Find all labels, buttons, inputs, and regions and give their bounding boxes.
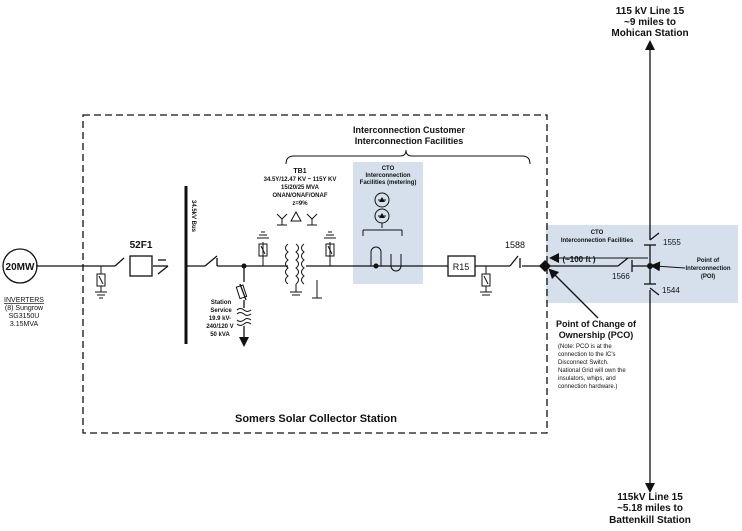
switch-1555-blade	[649, 232, 660, 241]
transformer-label-5: z=9%	[292, 201, 308, 207]
station-service-2: Service	[210, 308, 232, 314]
pco-note-1: (Note: PCO is at the	[558, 344, 612, 350]
breaker-52f1	[114, 255, 169, 277]
fuse-station-service	[235, 283, 248, 301]
distance-label: (~100 ft )	[562, 255, 595, 264]
cto-facilities-label-1: CTO	[591, 230, 604, 236]
line15-south-label-2: ~5.18 miles to	[617, 503, 683, 514]
pco-marker	[539, 260, 551, 272]
cto-metering-label-1: CTO	[382, 166, 395, 172]
cto-metering-label-2: Interconnection	[365, 173, 410, 179]
recloser-r15	[447, 255, 476, 277]
generator-label: 20MW	[6, 262, 35, 273]
line15-north-label-2: ~9 miles to	[624, 17, 676, 28]
transformer-tb1	[276, 210, 322, 299]
pco-note-3: Disconnect Switch.	[558, 360, 609, 366]
cto-metering-area	[353, 162, 423, 284]
station-service-1: Station	[211, 300, 232, 306]
line15-south-label-1: 115kV Line 15	[617, 492, 683, 503]
switch-1544-blade	[649, 287, 660, 296]
station-service-3: 19.9 kV-	[209, 316, 231, 322]
line15-south-label-3: Battenkill Station	[609, 515, 691, 526]
metering-devices	[362, 192, 403, 272]
line15-north-label-1: 115 kV Line 15	[616, 6, 685, 17]
surge-arrester-hv2	[324, 231, 336, 266]
poi-marker	[647, 263, 653, 269]
switch-1544-label: 1544	[662, 286, 680, 295]
station-service-4: 240/120 V	[206, 324, 233, 330]
transformer-label-4: ONAN/ONAF/ONAF	[273, 193, 328, 199]
station-service-transformer	[236, 308, 252, 326]
pco-title-2: Ownership (PCO)	[559, 330, 634, 340]
inverters-line3: SG3150U	[9, 313, 40, 320]
switch-1588-label: 1588	[505, 240, 525, 250]
cto-facilities-area	[546, 225, 738, 303]
ic-facilities-bracket	[285, 149, 531, 165]
surge-arrester-hv1	[257, 231, 269, 266]
pco-note-6: connection hardware.)	[558, 384, 617, 390]
pco-note-4: National Grid will own the	[558, 368, 626, 374]
station-name: Somers Solar Collector Station	[235, 413, 397, 425]
line15-north-label-3: Mohican Station	[611, 28, 688, 39]
switch-1588-blade	[509, 255, 519, 267]
surge-arrester-gen	[95, 266, 107, 299]
inverters-line4: 3.15MVA	[10, 321, 39, 328]
breaker-52f1-label: 52F1	[130, 240, 153, 251]
switch-1566-blade	[617, 257, 629, 267]
inverters-title: INVERTERS	[4, 297, 44, 304]
pco-note-5: insulators, whips, and	[558, 376, 616, 382]
poi-label-3: (POI)	[701, 274, 715, 280]
station-service-5: 50 kVA	[210, 332, 230, 338]
station-boundary	[82, 114, 548, 434]
ic-facilities-label-1: Interconnection Customer	[353, 125, 466, 135]
switch-1555-label: 1555	[663, 238, 681, 247]
pco-leader	[548, 268, 599, 319]
surge-arrester-r15	[480, 266, 492, 296]
cto-facilities-label-2: Interconnection Facilities	[561, 238, 634, 244]
recloser-label: R15	[453, 262, 470, 272]
bus-label: 34.5kV Bus	[190, 200, 196, 233]
disconnect-switch	[204, 255, 218, 267]
inverters-line2: (8) Sungrow	[5, 305, 44, 312]
transformer-label-1: TB1	[293, 168, 306, 175]
transformer-label-2: 34.5Y/12.47 KV ~ 115Y KV	[264, 177, 337, 183]
pco-note-2: connection to the IC's	[558, 352, 616, 358]
poi-label-1: Point of	[697, 258, 720, 264]
cto-metering-label-3: Facilities (metering)	[360, 180, 417, 186]
ic-facilities-label-2: Interconnection Facilities	[355, 136, 464, 146]
pco-title-1: Point of Change of	[556, 319, 637, 329]
generator-symbol	[2, 248, 38, 284]
transformer-label-3: 15/20/25 MVA	[281, 185, 320, 191]
poi-label-2: Interconnection	[685, 266, 730, 272]
switch-1566-label: 1566	[612, 272, 630, 281]
